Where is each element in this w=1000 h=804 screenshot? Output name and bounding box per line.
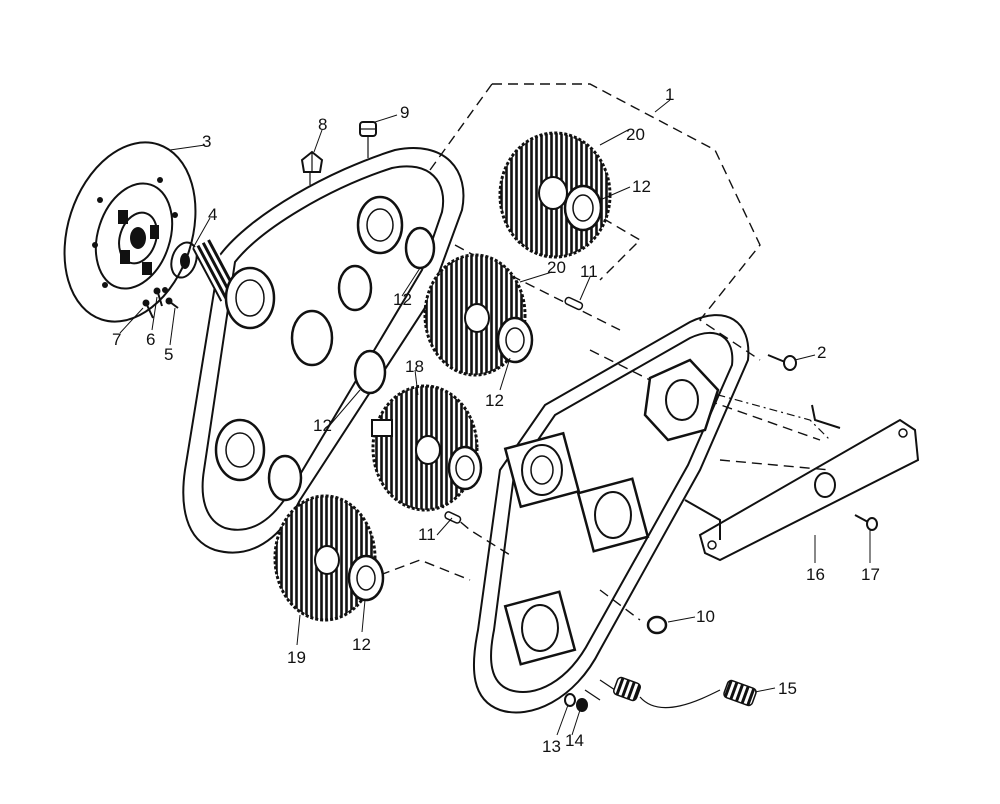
plug-10: [646, 615, 668, 635]
bolt-2: [767, 354, 797, 371]
callout-14: 14: [565, 731, 584, 750]
callout-17: 17: [861, 565, 880, 584]
callout-10: 10: [696, 607, 715, 626]
callout-12-housing: 12: [393, 290, 412, 309]
gear-19: [273, 494, 385, 622]
gear-18: [371, 384, 483, 512]
callout-labels: 1 2 3 4 5 6 7 8 9 10 11 11 12 12 12 12 1…: [112, 85, 880, 756]
callout-15: 15: [778, 679, 797, 698]
gear-20-mid: [423, 253, 534, 377]
small-screws: [142, 287, 179, 319]
rear-housing: [182, 147, 465, 554]
plug-8: [300, 150, 324, 185]
callout-12-bottom: 12: [352, 635, 371, 654]
callout-leaders: [119, 99, 871, 736]
callout-11-lower: 11: [418, 525, 436, 544]
callout-3: 3: [202, 132, 211, 151]
dowel-pin-lower: [444, 511, 462, 524]
bracket: [684, 404, 920, 562]
callout-20-mid: 20: [547, 258, 566, 277]
callout-12-mid: 12: [485, 391, 504, 410]
callout-13: 13: [542, 737, 561, 756]
callout-1: 1: [665, 85, 674, 104]
callout-7: 7: [112, 330, 121, 349]
front-cover: [473, 314, 750, 714]
callout-19: 19: [287, 648, 306, 667]
callout-11-upper: 11: [580, 262, 598, 281]
callout-20-top: 20: [626, 125, 645, 144]
washer: [170, 241, 198, 279]
screw-17: [854, 514, 878, 531]
gear-20-top: [498, 131, 612, 259]
dowel-pin-upper: [564, 296, 584, 311]
callout-6: 6: [146, 330, 155, 349]
callout-16: 16: [806, 565, 825, 584]
callout-9: 9: [400, 103, 409, 122]
plug-9: [359, 121, 377, 158]
callout-5: 5: [164, 345, 173, 364]
callout-8: 8: [318, 115, 327, 134]
callout-2: 2: [817, 343, 826, 362]
callout-12-left: 12: [313, 416, 332, 435]
sensor-fittings: [564, 676, 757, 712]
callout-12-top: 12: [632, 177, 651, 196]
callout-18: 18: [405, 357, 424, 376]
clutch-disc: [63, 141, 197, 323]
callout-4: 4: [208, 205, 217, 224]
